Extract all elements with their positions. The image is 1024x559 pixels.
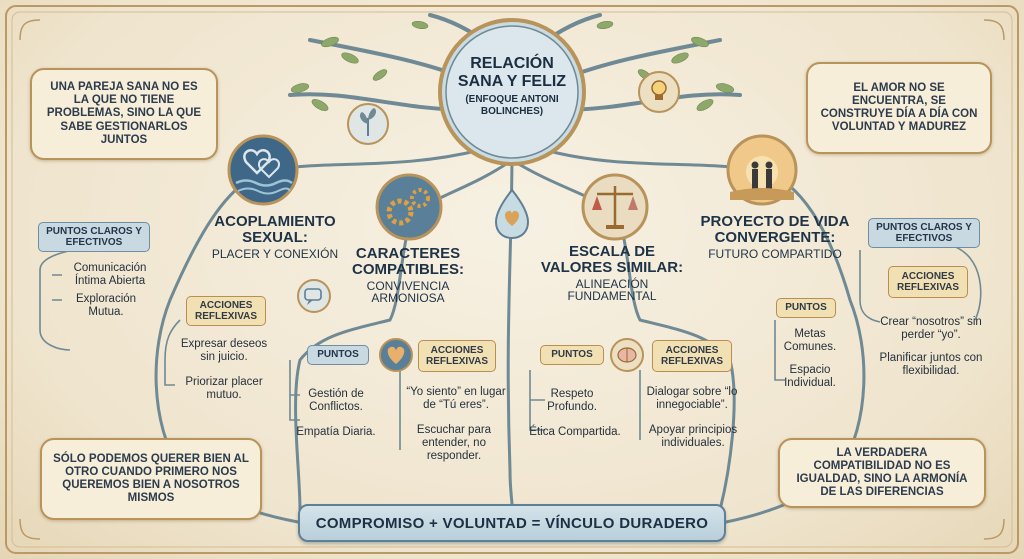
p4-point-2: Espacio Individual. (784, 364, 836, 390)
heart-icon (379, 338, 413, 372)
quote-top-left: UNA PAREJA SANA NO ES LA QUE NO TIENE PR… (30, 68, 218, 160)
p4-extra-label: PUNTOS CLAROS Y EFECTIVOS (868, 218, 980, 248)
p2-actions-label: ACCIONES REFLEXIVAS (418, 340, 496, 372)
center-subtitle: (ENFOQUE ANTONI BOLINCHES) (465, 94, 559, 117)
hearts-waves-icon (227, 134, 299, 206)
p4-action-1: Crear “nosotros” sin perder “yo”. (880, 316, 982, 342)
center-title-main: RELACIÓN SANA Y FELIZ (457, 55, 567, 90)
p1-action-1: Expresar deseos sin juicio. (180, 338, 268, 364)
quote-bottom-right: LA VERDADERA COMPATIBILIDAD NO ES IGUALD… (778, 438, 986, 508)
p3-point-1: Respeto Profundo. (547, 388, 597, 414)
p3-action-2: Apoyar principios individuales. (648, 424, 738, 450)
pillar-3-title: ESCALA DE VALORES SIMILAR: ALINEACIÓN FU… (540, 243, 684, 304)
connector-lines (39, 244, 982, 450)
p2-action-1: “Yo siento” en lugar de “Tú eres”. (406, 386, 506, 412)
sprout-icon (347, 103, 389, 145)
pillar-2-title: CARACTERES COMPATIBLES: CONVIVENCIA ARMO… (352, 245, 464, 306)
gears-icon (375, 173, 443, 241)
p2-points-label: PUNTOS (307, 345, 369, 365)
scales-icon (581, 173, 649, 241)
bottom-banner: COMPROMISO + VOLUNTAD = VÍNCULO DURADERO (298, 504, 726, 542)
pillar-1-title: ACOPLAMIENTO SEXUAL: PLACER Y CONEXIÓN (211, 213, 339, 261)
center-title: RELACIÓN SANA Y FELIZ (ENFOQUE ANTONI BO… (450, 55, 574, 117)
p3-actions-label: ACCIONES REFLEXIVAS (652, 340, 732, 372)
p4-points-label: PUNTOS (776, 298, 836, 318)
speech-bubble-icon (297, 279, 331, 313)
p1-point-2: Exploración Mutua. (75, 293, 137, 319)
quote-top-right: EL AMOR NO SE ENCUENTRA, SE CONSTRUYE DÍ… (806, 62, 992, 154)
p4-actions-label: ACCIONES REFLEXIVAS (888, 266, 968, 298)
p3-points-label: PUNTOS (540, 345, 604, 365)
brain-icon (610, 338, 644, 372)
p4-action-2: Planificar juntos con flexibilidad. (879, 352, 983, 378)
p3-point-2: Ética Compartida. (529, 426, 621, 438)
p2-point-1: Gestión de Conflictos. (308, 388, 364, 414)
lightbulb-icon (638, 71, 680, 113)
p3-action-1: Dialogar sobre “lo innegociable”. (646, 386, 738, 412)
p1-actions-label: ACCIONES REFLEXIVAS (186, 296, 266, 326)
page-inner-border (11, 11, 1013, 548)
p2-point-2: Empatía Diaria. (296, 426, 376, 438)
p1-action-2: Priorizar placer mutuo. (185, 376, 263, 402)
couple-sunset-icon (726, 134, 798, 206)
quote-bottom-left: SÓLO PODEMOS QUERER BIEN AL OTRO CUANDO … (40, 438, 262, 520)
corner-ornaments (19, 19, 1005, 540)
p1-points-label: PUNTOS CLAROS Y EFECTIVOS (38, 222, 150, 252)
p4-point-1: Metas Comunes. (783, 328, 837, 354)
p2-action-2: Escuchar para entender, no responder. (416, 424, 492, 463)
p1-point-1: Comunicación Íntima Abierta (73, 262, 147, 288)
page-border (5, 5, 1019, 554)
pillar-4-title: PROYECTO DE VIDA CONVERGENTE: FUTURO COM… (700, 213, 850, 261)
